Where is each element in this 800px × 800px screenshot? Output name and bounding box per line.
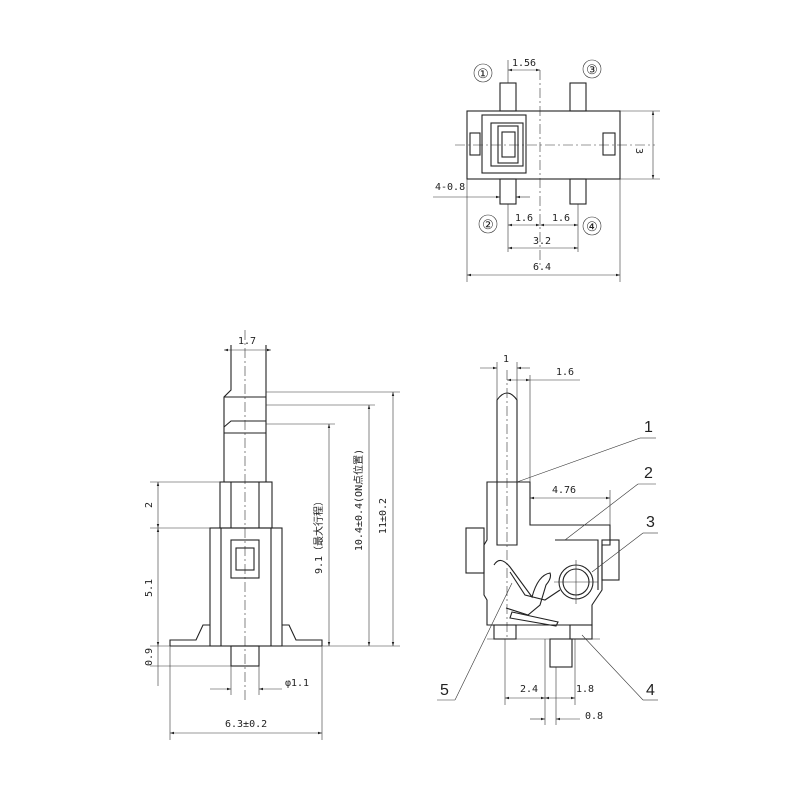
dim-2.4: 2.4 bbox=[520, 684, 538, 695]
top-view-body bbox=[466, 110, 621, 180]
dim-0.8: 0.8 bbox=[585, 711, 603, 722]
section-view-plunger bbox=[496, 392, 518, 546]
pin-2-label: ② bbox=[482, 217, 494, 232]
top-view-pin-4 bbox=[569, 178, 587, 205]
front-view-terminal-right bbox=[282, 624, 323, 647]
top-view-cap-frame bbox=[481, 114, 527, 174]
dim-0.9: 0.9 bbox=[144, 648, 155, 666]
callout-3: 3 bbox=[646, 514, 655, 531]
section-view-tab-left bbox=[465, 527, 485, 574]
dim-11: 11±0.2 bbox=[378, 498, 389, 534]
dim-9.1: 9.1（最大行程） bbox=[312, 496, 325, 574]
pin-1-label: ① bbox=[477, 66, 489, 81]
top-view: ① ③ ② ④ 1.56 3 4-0.8 1.6 1.6 3.2 6 bbox=[433, 58, 660, 282]
top-view-actuator bbox=[497, 125, 519, 164]
dim-4-0.8: 4-0.8 bbox=[435, 182, 465, 193]
section-view: 1 1.6 4.76 2.4 1.8 0.8 1 2 3 4 bbox=[437, 354, 658, 725]
front-view: 1.7 2 5.1 0.9 φ1.1 6.3±0.2 9.1（最大行程） 10.… bbox=[144, 330, 400, 740]
dim-3.2: 3.2 bbox=[533, 236, 551, 247]
top-view-right-notch bbox=[602, 132, 616, 156]
dim-2: 2 bbox=[144, 502, 155, 508]
front-view-post bbox=[230, 645, 260, 667]
dim-6.3: 6.3±0.2 bbox=[225, 719, 267, 730]
dim-1.56: 1.56 bbox=[512, 58, 536, 69]
dim-1.6: 1.6 bbox=[556, 367, 574, 378]
front-view-housing-upper bbox=[219, 481, 273, 529]
dim-phi-1.1: φ1.1 bbox=[285, 678, 309, 689]
callout-2: 2 bbox=[644, 465, 653, 482]
top-view-cap bbox=[490, 122, 524, 167]
section-view-post bbox=[549, 638, 573, 668]
top-view-pin-2 bbox=[499, 178, 517, 205]
pin-1-circle bbox=[473, 63, 493, 83]
pin-3-circle bbox=[582, 59, 602, 79]
top-view-pin-3 bbox=[569, 82, 587, 112]
section-view-spring bbox=[493, 559, 552, 616]
dim-5.1: 5.1 bbox=[144, 579, 155, 597]
dim-1.6-left: 1.6 bbox=[515, 213, 533, 224]
dim-1.7: 1.7 bbox=[238, 336, 256, 347]
front-view-plunger bbox=[223, 345, 267, 482]
dim-10.4: 10.4±0.4(ON点位置) bbox=[352, 449, 365, 551]
dim-1.6-right: 1.6 bbox=[552, 213, 570, 224]
dim-1.8: 1.8 bbox=[576, 684, 594, 695]
section-view-housing bbox=[483, 481, 611, 626]
top-view-left-notch bbox=[469, 132, 481, 156]
callout-5: 5 bbox=[440, 682, 449, 699]
dim-6.4: 6.4 bbox=[533, 262, 551, 273]
front-view-window bbox=[230, 539, 260, 579]
section-view-tab-right bbox=[601, 539, 620, 581]
callout-4: 4 bbox=[646, 682, 655, 699]
callout-1: 1 bbox=[644, 419, 653, 436]
top-view-pin-1 bbox=[499, 82, 517, 112]
top-view-actuator-tip bbox=[501, 131, 516, 158]
pin-3-label: ③ bbox=[586, 62, 598, 77]
dim-1: 1 bbox=[503, 354, 509, 365]
pin-4-label: ④ bbox=[586, 219, 598, 234]
front-view-terminal-left bbox=[169, 624, 210, 647]
dim-3: 3 bbox=[633, 148, 644, 154]
pin-2-circle bbox=[478, 214, 498, 234]
dim-4.76: 4.76 bbox=[552, 485, 576, 496]
pin-4-circle bbox=[582, 216, 602, 236]
